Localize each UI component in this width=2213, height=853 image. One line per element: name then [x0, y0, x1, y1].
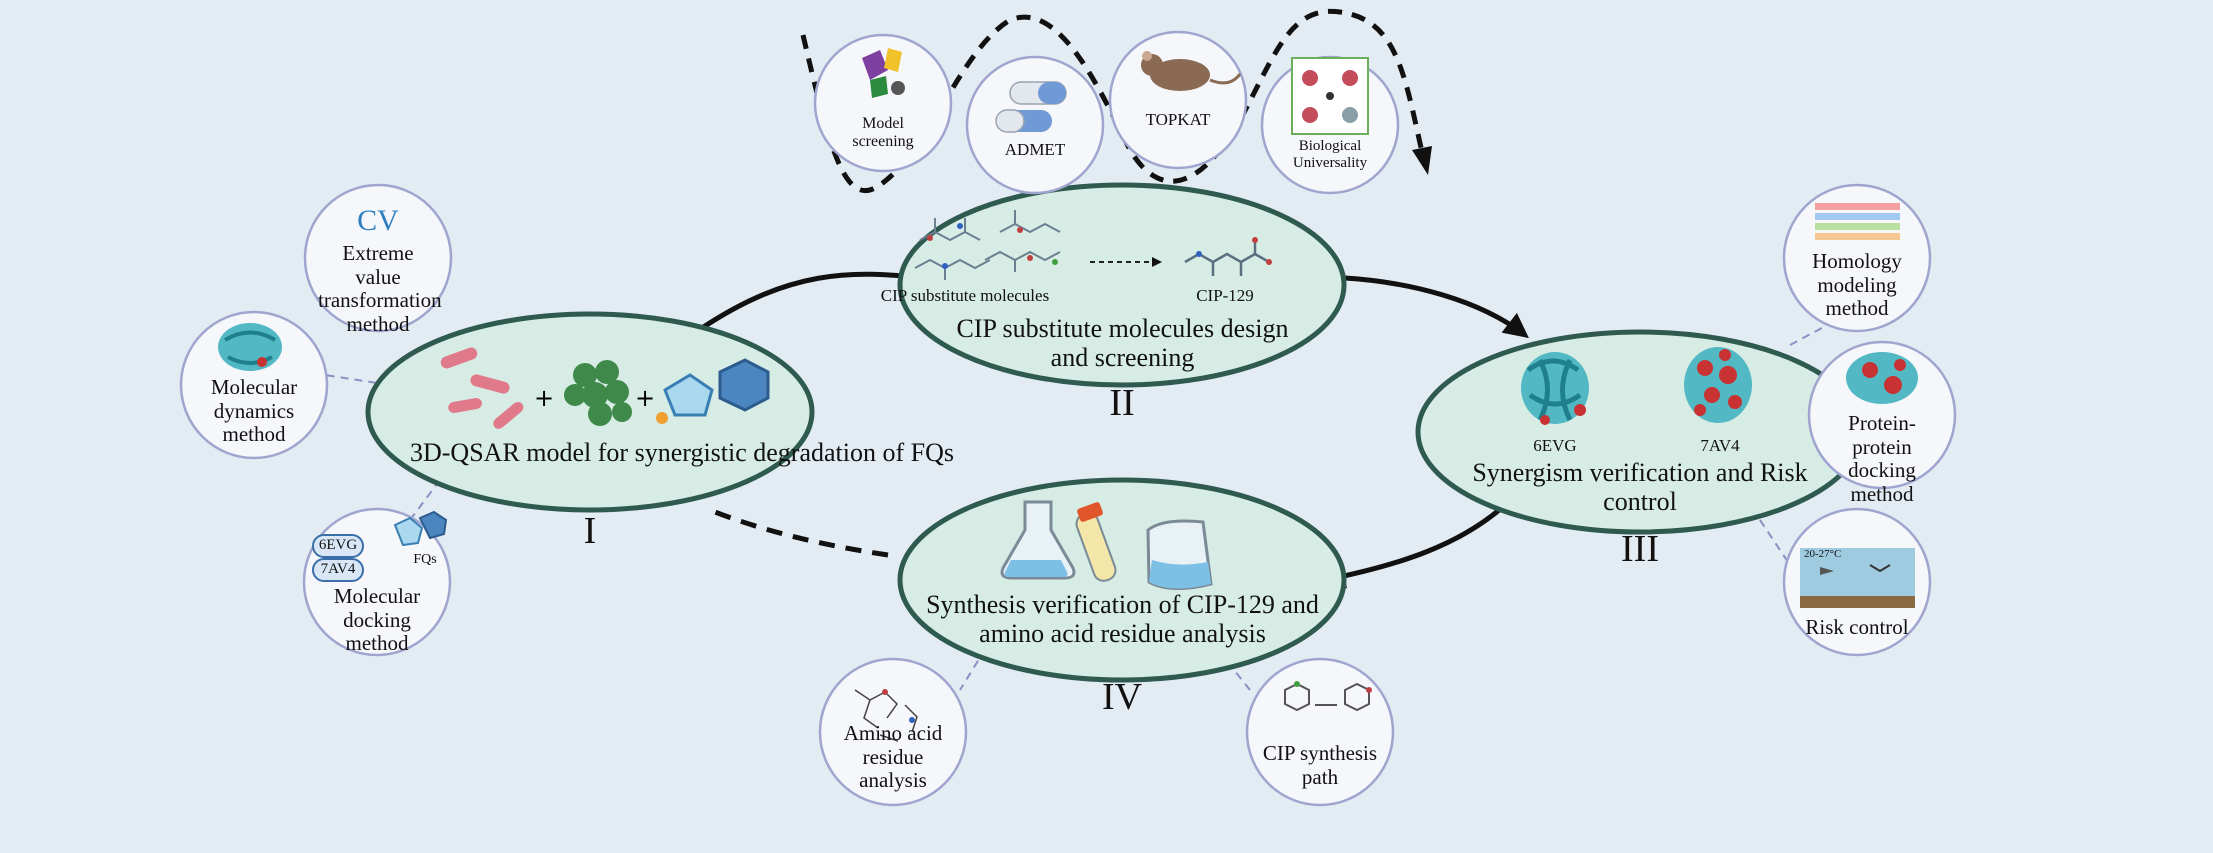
stage-ii-numeral: II [1109, 382, 1135, 424]
arrow-i-to-ii [700, 263, 930, 331]
dashed-wave-arrowhead [1412, 146, 1432, 175]
protein-6evg-label: 6EVG [1533, 436, 1577, 455]
ppdock-protein-icon [1846, 352, 1918, 404]
arrow-iii-to-iv [1320, 503, 1507, 589]
universality-grid-icon [1291, 57, 1369, 135]
bio-label: Biological Universality [1292, 138, 1368, 171]
cip-129-label: CIP-129 [1196, 286, 1254, 305]
admet-label: ADMET [1004, 140, 1066, 159]
flask-icon [1000, 500, 1076, 580]
stage-i-title: 3D-QSAR model for synergistic degradatio… [410, 438, 955, 467]
risk-temp: 20-27°C [1804, 548, 1842, 560]
molecule-set-icon [914, 210, 1061, 280]
stage-iii-numeral: III [1621, 528, 1659, 570]
protein-6evg-icon [1521, 352, 1589, 425]
stage-i-numeral: I [583, 510, 597, 552]
screen-label: Model screening [852, 115, 914, 150]
amino-label: Amino acid residue analysis [843, 721, 943, 793]
cv-heading: CV [357, 204, 399, 237]
dock-label: Molecular docking method [333, 584, 421, 656]
path-label: CIP synthesis path [1262, 741, 1378, 789]
ppdock-label: Protein-protein docking method [1848, 411, 1916, 506]
molecule-atoms-icon [927, 223, 1058, 269]
plus-sign-1: + [534, 384, 554, 412]
dock-tag-6evg: 6EVG [318, 537, 358, 553]
test-tube-icon [1075, 502, 1117, 582]
bacteria-icon [440, 347, 524, 429]
cip-129-molecule-icon [1184, 237, 1272, 276]
dock-tag-7av4: 7AV4 [320, 561, 356, 577]
dock-tags-icon [312, 510, 448, 582]
stage-iv-numeral: IV [1101, 676, 1143, 718]
stage-iv-title: Synthesis verification of CIP-129 and am… [926, 590, 1319, 649]
protein-7av4-label: 7AV4 [1700, 436, 1740, 455]
arrow-ii-to-iii [1344, 275, 1529, 339]
beaker-icon [1146, 519, 1213, 591]
capsule-icon [995, 81, 1067, 133]
protein-7av4-icon [1684, 347, 1752, 423]
dock-tag-fqs: FQs [413, 552, 437, 567]
stage-ii-title: CIP substitute molecules design and scre… [956, 314, 1289, 373]
stage-iii-title: Synergism verification and Risk control [1472, 458, 1808, 517]
rat-icon [1141, 51, 1242, 91]
stage-iv-ellipse [897, 477, 1347, 683]
enzyme-cluster-icon [564, 360, 632, 426]
md-protein-icon [218, 323, 282, 371]
residue-structure-icon [854, 689, 918, 742]
homology-bars-icon [1815, 203, 1900, 240]
screening-molecules-icon [862, 48, 905, 98]
cip-substitutes-label: CIP substitute molecules [880, 286, 1050, 305]
homology-label: Homology modeling method [1812, 249, 1902, 321]
stage-ii-ellipse [897, 182, 1347, 388]
cv-label: Extreme value transformation method [318, 241, 442, 336]
river-scene-icon [1800, 548, 1915, 608]
dashed-iv-to-i [709, 507, 889, 558]
topkat-label: TOPKAT [1145, 110, 1211, 129]
risk-label: Risk control [1805, 615, 1909, 639]
dashed-wave-path [800, 8, 1428, 194]
synthesis-path-icon [1284, 681, 1372, 712]
fq-molecule-icon [656, 358, 770, 424]
md-label: Molecular dynamics method [210, 375, 298, 447]
plus-sign-2: + [635, 384, 655, 412]
